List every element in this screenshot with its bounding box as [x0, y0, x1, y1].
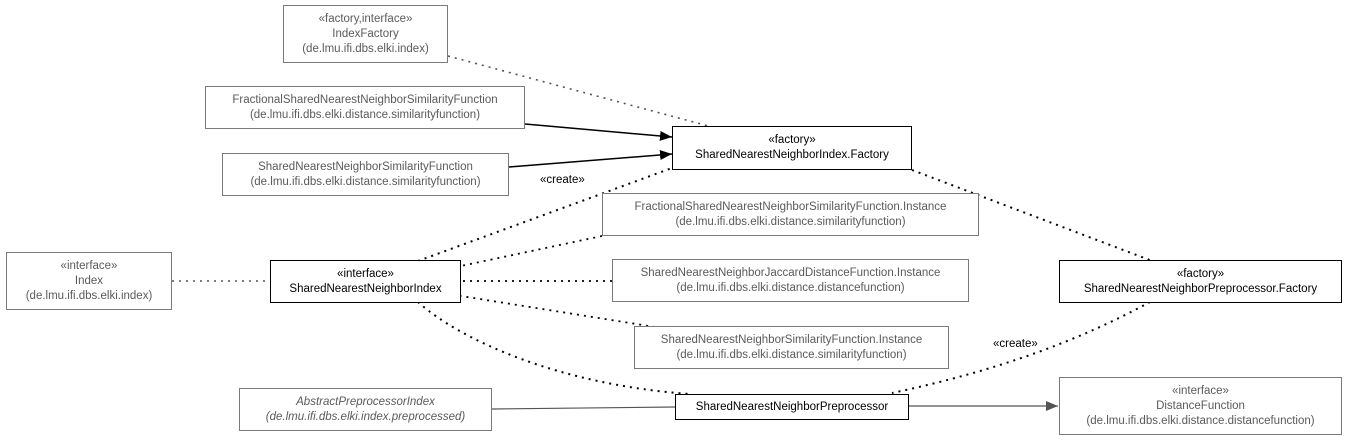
node-line: «factory» [768, 134, 816, 146]
node-line: «interface» [60, 259, 118, 272]
node-line: (de.lmu.ifi.dbs.elki.distance.similarity… [676, 348, 907, 361]
node-line: SharedNearestNeighborIndex.Factory [695, 149, 889, 161]
node-line: «interface» [337, 267, 394, 280]
node-index-factory[interactable]: «factory,interface» IndexFactory (de.lmu… [283, 5, 448, 63]
create-label-preprocessor: «create» [993, 338, 1038, 350]
node-line: SharedNearestNeighborJaccardDistanceFunc… [640, 266, 941, 279]
node-abstract-preprocessor-index[interactable]: AbstractPreprocessorIndex (de.lmu.ifi.db… [239, 388, 492, 431]
node-snn-preprocessor[interactable]: SharedNearestNeighborPreprocessor [675, 394, 909, 420]
node-line: IndexFactory [332, 27, 399, 40]
node-index[interactable]: «interface» Index (de.lmu.ifi.dbs.elki.i… [6, 252, 172, 310]
edge-snn-similarity-to-snnindexfactory [508, 149, 673, 168]
node-distance-function[interactable]: «interface» DistanceFunction (de.lmu.ifi… [1059, 377, 1342, 435]
node-line: (de.lmu.ifi.dbs.elki.distance.distancefu… [1086, 414, 1315, 427]
node-fractional-snn-similarity-instance[interactable]: FractionalSharedNearestNeighborSimilarit… [602, 193, 979, 236]
edge-snnindexfactory-to-preprocessorfactory [911, 169, 1156, 263]
edge-similarity-instance-to-snnindex [460, 295, 656, 328]
node-line: (de.lmu.ifi.dbs.elki.distance.similarity… [675, 215, 906, 228]
node-snn-jaccard-distance-instance[interactable]: SharedNearestNeighborJaccardDistanceFunc… [612, 259, 969, 302]
node-line: SharedNearestNeighborSimilarityFunction.… [660, 333, 923, 346]
node-line: «interface» [1172, 384, 1229, 397]
node-line: FractionalSharedNearestNeighborSimilarit… [634, 200, 947, 213]
node-line: Index [74, 274, 104, 287]
node-line: SharedNearestNeighborIndex [289, 282, 442, 295]
create-label-snnindex: «create» [540, 174, 585, 186]
node-snn-index[interactable]: «interface» SharedNearestNeighborIndex [270, 260, 461, 303]
node-snn-similarity-function[interactable]: SharedNearestNeighborSimilarityFunction … [222, 153, 509, 196]
node-line: (de.lmu.ifi.dbs.elki.index.preprocessed) [265, 410, 466, 423]
node-line: SharedNearestNeighborPreprocessor [695, 400, 889, 413]
edge-fractional-similarity-to-snnindexfactory [524, 123, 673, 141]
node-line: SharedNearestNeighborSimilarityFunction [258, 160, 473, 173]
node-line: FractionalSharedNearestNeighborSimilarit… [232, 93, 498, 106]
node-line: (de.lmu.ifi.dbs.elki.index) [25, 289, 153, 302]
node-line: «factory» [1176, 267, 1225, 280]
node-snn-preprocessor-factory[interactable]: «factory» SharedNearestNeighborPreproces… [1059, 260, 1342, 303]
edge-fractional-instance-to-snnindex [460, 235, 603, 267]
node-line: (de.lmu.ifi.dbs.elki.distance.distancefu… [676, 281, 905, 294]
node-line: AbstractPreprocessorIndex [296, 395, 435, 408]
node-line: (de.lmu.ifi.dbs.elki.index) [302, 42, 429, 55]
edge-abstractpreprocessor-to-snnpreprocessor [491, 406, 676, 410]
node-snn-index-factory[interactable]: «factory» SharedNearestNeighborIndex.Fac… [672, 126, 912, 170]
node-fractional-snn-similarity-function[interactable]: FractionalSharedNearestNeighborSimilarit… [205, 86, 525, 129]
node-line: (de.lmu.ifi.dbs.elki.distance.similarity… [249, 108, 481, 121]
node-snn-similarity-instance[interactable]: SharedNearestNeighborSimilarityFunction.… [634, 326, 949, 369]
edge-snnindex-create-snnindexfactory [417, 167, 673, 262]
node-line: SharedNearestNeighborPreprocessor.Factor… [1083, 282, 1318, 295]
node-line: DistanceFunction [1156, 399, 1245, 412]
node-line: «factory,interface» [318, 12, 413, 25]
node-line: (de.lmu.ifi.dbs.elki.distance.similarity… [250, 175, 481, 188]
